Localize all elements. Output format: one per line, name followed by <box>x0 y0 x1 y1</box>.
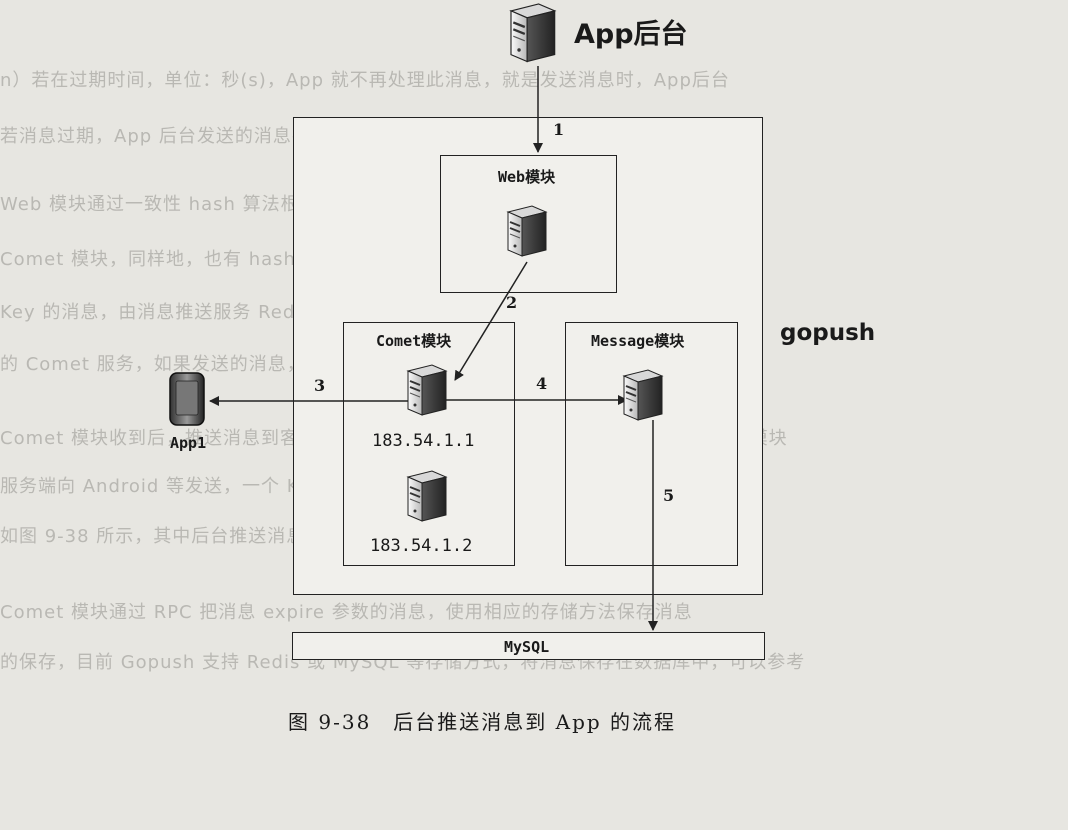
edge-2-label: 2 <box>506 293 518 312</box>
edge-3-label: 3 <box>314 376 326 395</box>
figure-caption: 图 9-38 后台推送消息到 App 的流程 <box>288 710 677 734</box>
background-text-line: n）若在过期时间，单位：秒(s)，App 就不再处理此消息，就是发送消息时，Ap… <box>0 70 730 91</box>
web-module-label: Web模块 <box>498 168 556 186</box>
mobile-phone-icon <box>169 372 205 426</box>
mysql-label: MySQL <box>504 638 550 656</box>
edge-4-label: 4 <box>536 374 548 393</box>
comet-server-1-ip: 183.54.1.1 <box>372 431 475 451</box>
comet-server-2-ip: 183.54.1.2 <box>370 536 473 556</box>
app-backend-label: App后台 <box>574 19 688 50</box>
message-module-label: Message模块 <box>591 332 685 350</box>
server-icon <box>407 470 447 522</box>
comet-module-label: Comet模块 <box>376 332 452 350</box>
background-text-line: Comet 模块通过 RPC 把消息 expire 参数的消息，使用相应的存储方… <box>0 602 693 623</box>
client-app-label: App1 <box>170 434 207 452</box>
gopush-label: gopush <box>780 320 876 346</box>
server-icon <box>509 2 556 63</box>
server-icon <box>507 205 547 257</box>
message-module-box <box>565 322 738 566</box>
mysql-box <box>292 632 765 660</box>
server-icon <box>407 364 447 416</box>
server-icon <box>623 369 663 421</box>
edge-1-label: 1 <box>553 120 565 139</box>
comet-module-box <box>343 322 515 566</box>
edge-5-label: 5 <box>663 486 675 505</box>
edge-2-line <box>454 261 528 381</box>
